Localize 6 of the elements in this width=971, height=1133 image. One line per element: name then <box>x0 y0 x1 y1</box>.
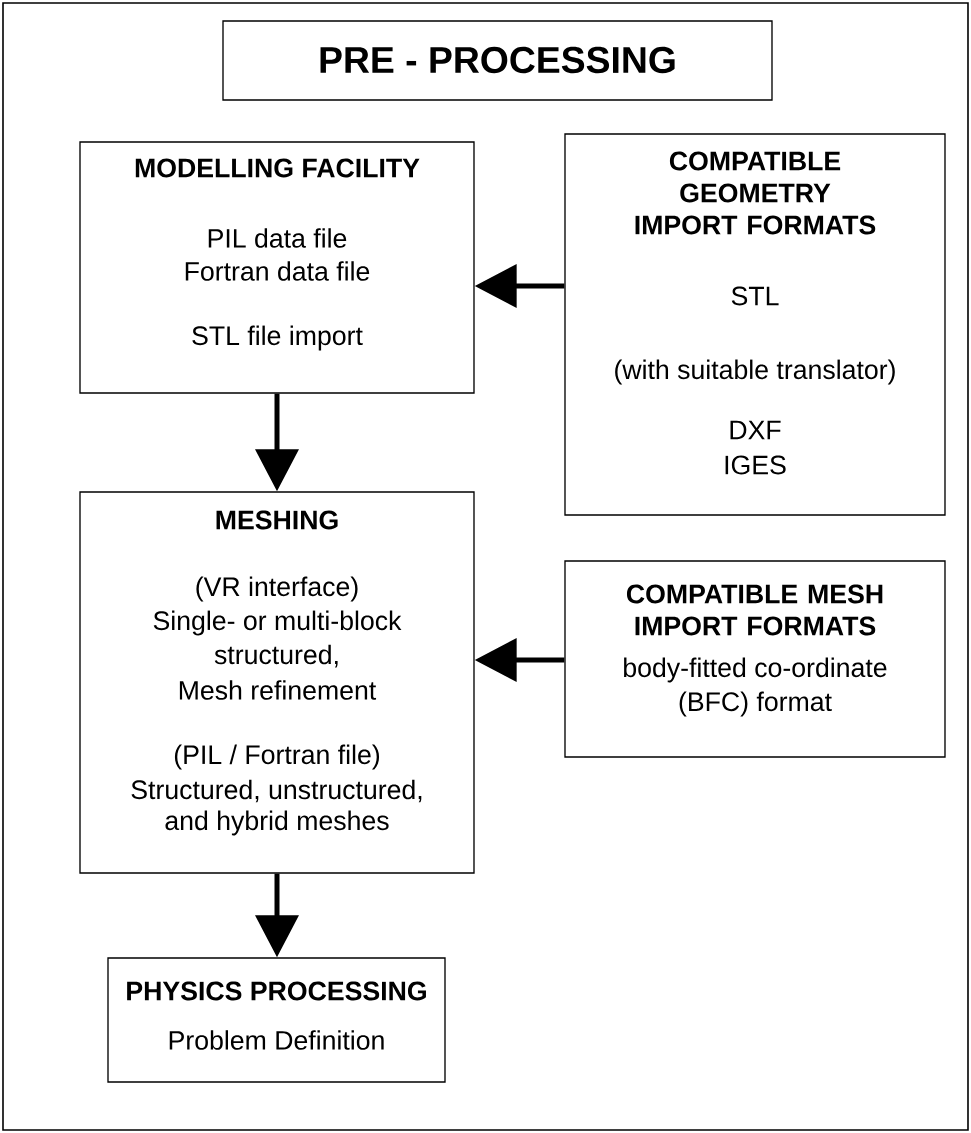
process-box: COMPATIBLE MESH IMPORT FORMATS body-fitted co-ordinate (BFC) format <box>564 560 946 758</box>
title-box: PRE - PROCESSING <box>222 20 773 101</box>
process-box: MESHING (VR interface) Single- or multi-block structured, Mesh refinement (PIL / Fortran file) Structured, unstructured, and hybrid meshes <box>79 491 475 874</box>
process-box: COMPATIBLE GEOMETRY IMPORT FORMATS STL (with suitable translator) DXF IGES <box>564 133 946 516</box>
process-box: PHYSICS PROCESSING Problem Definition <box>107 957 446 1083</box>
process-box: MODELLING FACILITY PIL data file Fortran data file STL file import <box>79 141 475 394</box>
